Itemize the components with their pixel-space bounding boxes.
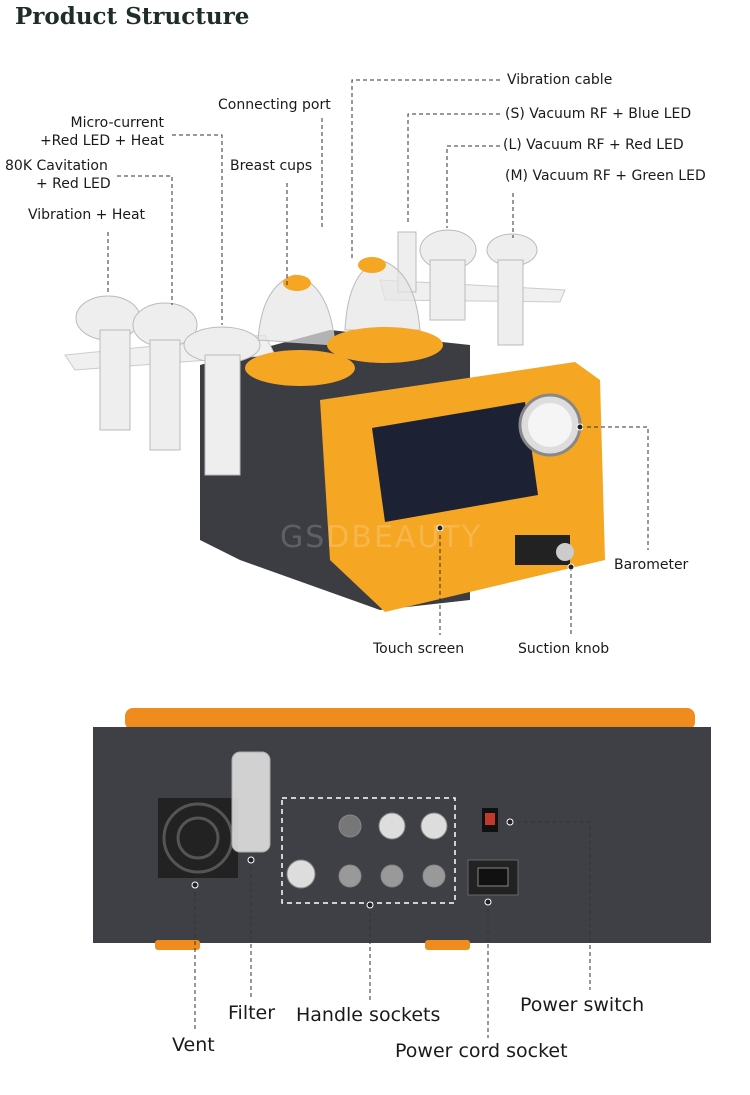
label-power-switch: Power switch (520, 994, 645, 1016)
vent-grille (158, 798, 238, 878)
back-leader-lines (194, 821, 591, 1038)
label-micro-current-2: +Red LED + Heat (39, 133, 164, 149)
front-device (64, 229, 605, 612)
back-device (93, 708, 711, 950)
label-vent: Vent (172, 1034, 215, 1056)
watermark: GSDBEAUTY (280, 520, 483, 555)
touch-screen (372, 402, 538, 522)
filter (231, 751, 271, 853)
label-breast-cups: Breast cups (230, 158, 313, 174)
label-power-cord-socket: Power cord socket (395, 1040, 568, 1062)
page-title: Product Structure (15, 3, 250, 30)
label-vibration-heat: Vibration + Heat (28, 207, 146, 223)
label-connecting-port: Connecting port (218, 97, 331, 113)
front-leader-lines (107, 79, 649, 635)
label-barometer: Barometer (614, 557, 689, 573)
label-cavitation: 80K Cavitation (5, 158, 108, 174)
label-s-vacuum: (S) Vacuum RF + Blue LED (505, 106, 692, 122)
label-m-vacuum: (M) Vacuum RF + Green LED (505, 168, 706, 184)
suction-knob (556, 543, 574, 561)
label-micro-current: Micro-current (70, 115, 165, 131)
label-suction-knob: Suction knob (518, 641, 610, 657)
label-filter: Filter (228, 1002, 276, 1024)
label-handle-sockets: Handle sockets (296, 1004, 441, 1026)
label-l-vacuum: (L) Vacuum RF + Red LED (503, 137, 684, 153)
orange-top-strip (125, 708, 695, 730)
label-touch-screen: Touch screen (373, 641, 465, 657)
label-cavitation-2: + Red LED (36, 176, 111, 192)
label-vibration-cable: Vibration cable (507, 72, 613, 88)
